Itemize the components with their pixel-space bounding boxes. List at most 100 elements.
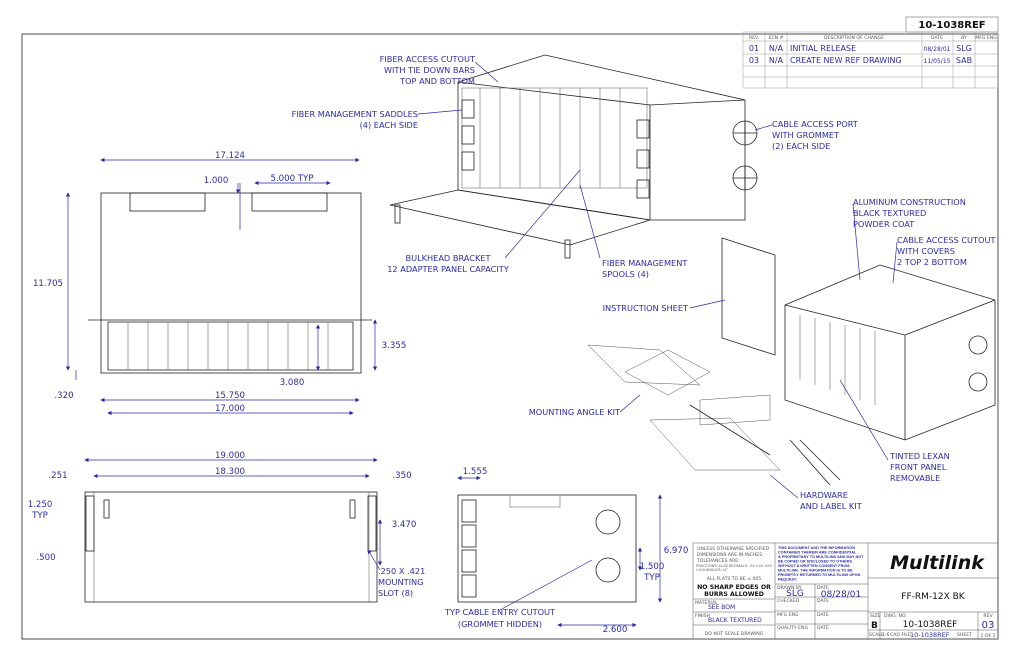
confidential-notice: REQUEST.	[778, 578, 797, 582]
date-cell: 11/05/15	[924, 58, 951, 65]
date-label: DATE	[817, 625, 829, 631]
tolerance-note: TOLERANCES ARE:	[696, 558, 740, 564]
table-row: 01 N/A INITIAL RELEASE 08/28/01 SLG	[749, 44, 972, 53]
dim-251: .251	[48, 471, 67, 481]
callout-cable-port: WITH GROMMET	[772, 130, 840, 140]
confidential-notice: MULTILINK. THE INFORMATION IS TO BE	[778, 569, 853, 573]
tolerance-note: UNLESS OTHERWISE SPECIFIED	[697, 546, 770, 552]
tolerance-note: ALL FLATS TO BE ±.005	[707, 576, 762, 582]
drawing-number: 10-1038REF	[918, 20, 985, 31]
date-label: DATE	[817, 598, 829, 604]
callout-mounting-kit: MOUNTING ANGLE KIT	[529, 407, 621, 417]
tolerance-values-box: FRACTIONS: ±1/32 DECIMALS: .XX ±.03 .XXX…	[696, 564, 772, 572]
ecn-cell: N/A	[769, 44, 784, 53]
front-view-dimensions: 17.124 1.000 5.000 TYP 11.705 3.355 3.08…	[33, 151, 407, 416]
confidential-notice: WITHOUT A WRITTEN CONSENT FROM	[778, 564, 849, 568]
top-view-dimensions: 19.000 18.300 .251 .350 1.250 TYP .500 3…	[28, 451, 417, 571]
drawing-number-box: 10-1038REF	[905, 16, 999, 33]
callout-fiber-access: FIBER ACCESS CUTOUT	[380, 54, 476, 64]
date-header: DATE	[931, 35, 943, 41]
dim-3355: 3.355	[382, 341, 407, 351]
callout-bulkhead: 12 ADAPTER PANEL CAPACITY	[387, 264, 510, 274]
confidential-notice: THIS DOCUMENT AND THE INFORMATION	[778, 546, 855, 550]
material-label: MATERIAL	[695, 600, 718, 606]
ecn-header: ECN #	[769, 35, 784, 41]
by-header: BY	[961, 35, 967, 41]
tolerance-note: DIMENSIONS ARE IN INCHES	[697, 552, 762, 558]
drawn-by-label: DRAWN BY	[777, 585, 802, 591]
callout-saddles: (4) EACH SIDE	[360, 120, 418, 130]
date-label: DATE	[817, 612, 829, 618]
material-value: SEE BOM	[708, 604, 735, 611]
leader-lines	[417, 61, 898, 611]
date-label: DATE	[817, 585, 829, 591]
callout-spools: SPOOLS (4)	[602, 269, 649, 279]
sheet-label: SHEET	[957, 632, 972, 638]
by-cell: SAB	[956, 56, 972, 65]
dim-3080: 3.080	[280, 378, 305, 388]
confidential-notice: CONTAINED THEREIN ARE CONFIDENTIAL	[778, 551, 857, 555]
multilink-logo: Multilink	[890, 552, 985, 574]
no-sharp-edges-note: NO SHARP EDGES OR	[697, 584, 771, 591]
side-view	[457, 494, 637, 603]
callout-spools: FIBER MANAGEMENT	[602, 258, 688, 268]
size-value: B	[871, 621, 878, 631]
description-cell: INITIAL RELEASE	[790, 44, 856, 53]
dim-6970: 6.970	[664, 546, 689, 556]
rev-header: REV.	[749, 35, 759, 41]
callout-entry-cutout: TYP CABLE ENTRY CUTOUT	[444, 607, 556, 617]
finish-value: BLACK TEXTURED	[708, 617, 762, 624]
dim-17124: 17.124	[215, 151, 245, 161]
dim-1250-typ: TYP	[31, 511, 48, 521]
side-view-dimensions: 1.555 6.970 1.500 TYP 2.600	[457, 467, 689, 635]
dim-3470: 3.470	[392, 520, 417, 530]
annotations: FIBER ACCESS CUTOUT WITH TIE DOWN BARS T…	[292, 54, 997, 629]
no-sharp-edges-note: BURRS ALLOWED	[704, 591, 764, 598]
dim-1500-typ: TYP	[643, 573, 660, 583]
callout-cable-port: CABLE ACCESS PORT	[772, 119, 859, 129]
do-not-scale-note: DO NOT SCALE DRAWING	[705, 631, 764, 637]
dwg-no-value: 10-1038REF	[903, 620, 958, 630]
dim-5000: 5.000 TYP	[270, 174, 313, 184]
dim-1000: 1.000	[204, 176, 229, 186]
callout-instruction-sheet: INSTRUCTION SHEET	[603, 303, 689, 313]
callout-aluminum: POWDER COAT	[853, 219, 915, 229]
callout-hardware: HARDWARE	[800, 490, 848, 500]
size-label: SIZE	[870, 613, 880, 619]
scale-value: 1:6	[882, 632, 889, 638]
dim-350: .350	[392, 471, 411, 481]
dim-500: .500	[36, 553, 55, 563]
callout-saddles: FIBER MANAGEMENT SADDLES	[292, 109, 418, 119]
dim-15750: 15.750	[215, 391, 245, 401]
drawn-date-value: 08/28/01	[821, 590, 861, 600]
callout-slot: SLOT (8)	[378, 588, 413, 598]
dim-1555: 1.555	[463, 467, 488, 477]
dwg-no-label: DWG. NO.	[884, 613, 907, 619]
quality-eng-label: QUALITY ENG	[777, 625, 808, 631]
confidential-notice: BE COPIED OR DISCLOSED TO OTHERS	[778, 560, 852, 564]
title-block: UNLESS OTHERWISE SPECIFIED DIMENSIONS AR…	[692, 542, 999, 640]
callout-fiber-access: WITH TIE DOWN BARS	[384, 65, 475, 75]
description-header: DESCRIPTION OF CHANGE	[824, 35, 884, 41]
callout-entry-cutout: (GROMMET HIDDEN)	[458, 619, 542, 629]
callout-cable-cutout: 2 TOP 2 BOTTOM	[897, 257, 967, 267]
callout-aluminum: ALUMINUM CONSTRUCTION	[853, 197, 966, 207]
callout-slot: MOUNTING	[378, 577, 424, 587]
date-cell: 08/28/01	[924, 46, 951, 53]
confidential-notice: & PROPRIETARY TO MULTILINK AND MAY NOT	[778, 555, 864, 559]
top-view	[84, 491, 378, 603]
callout-cable-cutout: CABLE ACCESS CUTOUT	[897, 235, 996, 245]
dim-11705: 11.705	[33, 279, 63, 289]
revision-table: REV. ECN # DESCRIPTION OF CHANGE DATE BY…	[742, 31, 999, 89]
checked-label: CHECKED	[777, 598, 800, 604]
drawn-by-value: SLG	[786, 589, 804, 599]
exploded-kit-view	[587, 237, 996, 486]
mfg-eng-header: MFG ENG	[975, 35, 997, 41]
callout-cable-cutout: WITH COVERS	[897, 246, 955, 256]
callout-hardware: AND LABEL KIT	[800, 501, 863, 511]
dim-19000: 19.000	[215, 451, 245, 461]
scale-label: SCALE	[869, 632, 884, 638]
dim-17000: 17.000	[215, 404, 245, 414]
